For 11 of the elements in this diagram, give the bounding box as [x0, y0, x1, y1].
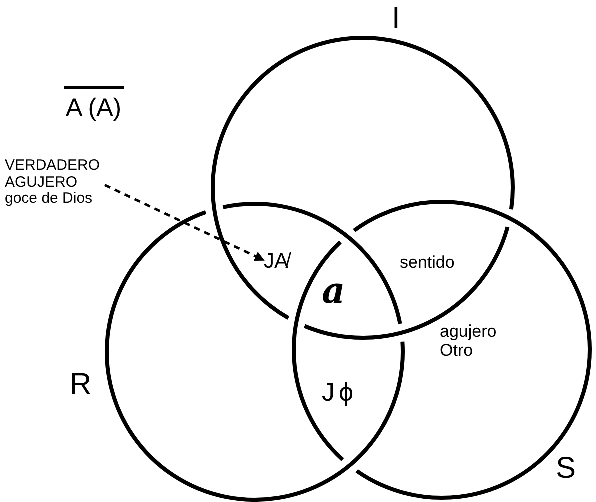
ring-label: S	[556, 452, 576, 485]
region-label: agujero Otro	[440, 323, 498, 360]
region-label: JA̸	[264, 250, 289, 274]
leader-line	[104, 184, 265, 262]
ring-label: R	[70, 368, 92, 401]
overlined-label: A (A)	[64, 86, 124, 122]
annotation-text: VERDADERO AGUJERO goce de Dios	[5, 158, 105, 208]
region-label: Jϕ	[322, 378, 358, 407]
region-label: sentido	[400, 254, 455, 273]
ring-label: I	[392, 2, 400, 35]
region-label: a	[322, 272, 346, 312]
